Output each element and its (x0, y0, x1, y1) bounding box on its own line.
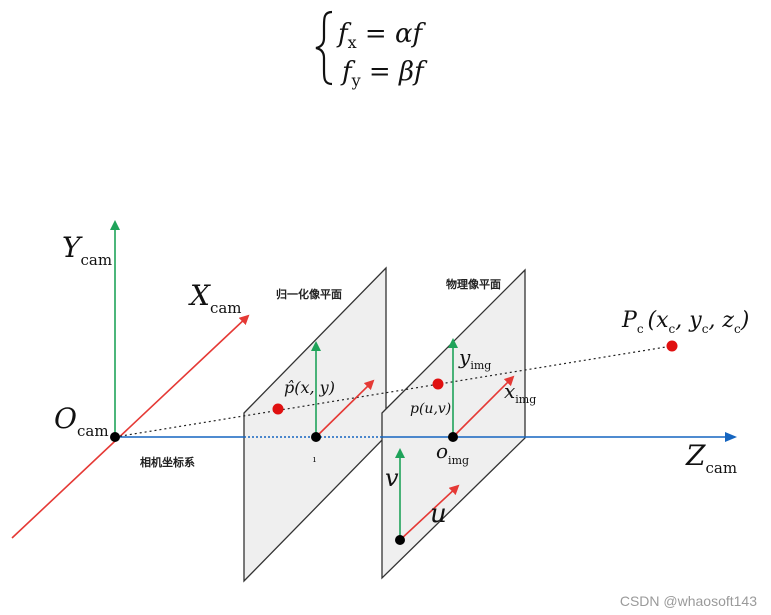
y-cam-label: Ycam (62, 231, 112, 269)
o-img-point (448, 432, 458, 442)
p-c-label: Pc(xc, yc, zc) (621, 308, 749, 336)
y-img-label: yimg (458, 345, 491, 372)
x-cam-axis (11, 314, 250, 539)
normalized-plane-label: 归一化像平面 (276, 287, 342, 301)
v-label: v (385, 464, 399, 492)
p-hat-label: p̂(x, y) (284, 378, 335, 397)
left-brace (315, 10, 333, 86)
u-label: u (430, 499, 447, 529)
uv-origin-point (395, 535, 405, 545)
o-cam-label: Ocam (54, 402, 109, 440)
u-axis (399, 484, 460, 541)
physical-plane-label: 物理像平面 (446, 277, 501, 291)
p-uv-label: p(u,v) (410, 401, 451, 417)
z-cam-label: Zcam (685, 439, 737, 477)
normalized-center-point (311, 432, 321, 442)
x-cam-label: Xcam (188, 279, 242, 317)
p-hat-point (272, 403, 284, 415)
p-c-point (666, 340, 678, 352)
camera-origin-point (110, 432, 120, 442)
o-img-label: oimg (436, 439, 469, 467)
formula-line-1: fx = αf (336, 19, 427, 52)
normalized-center-label: ı (313, 455, 316, 465)
watermark: CSDN @whaosoft143 (619, 593, 757, 609)
p-uv-point (432, 378, 444, 390)
normalized-plane-x-axis (315, 379, 375, 438)
x-img-label: ximg (504, 379, 536, 406)
camera-coords-label: 相机坐标系 (140, 455, 195, 469)
focal-length-formula: fx = αf fy = βf (315, 10, 428, 90)
projection-ray (114, 345, 673, 438)
normalized-image-plane (243, 266, 387, 583)
x-img-axis (452, 375, 515, 438)
